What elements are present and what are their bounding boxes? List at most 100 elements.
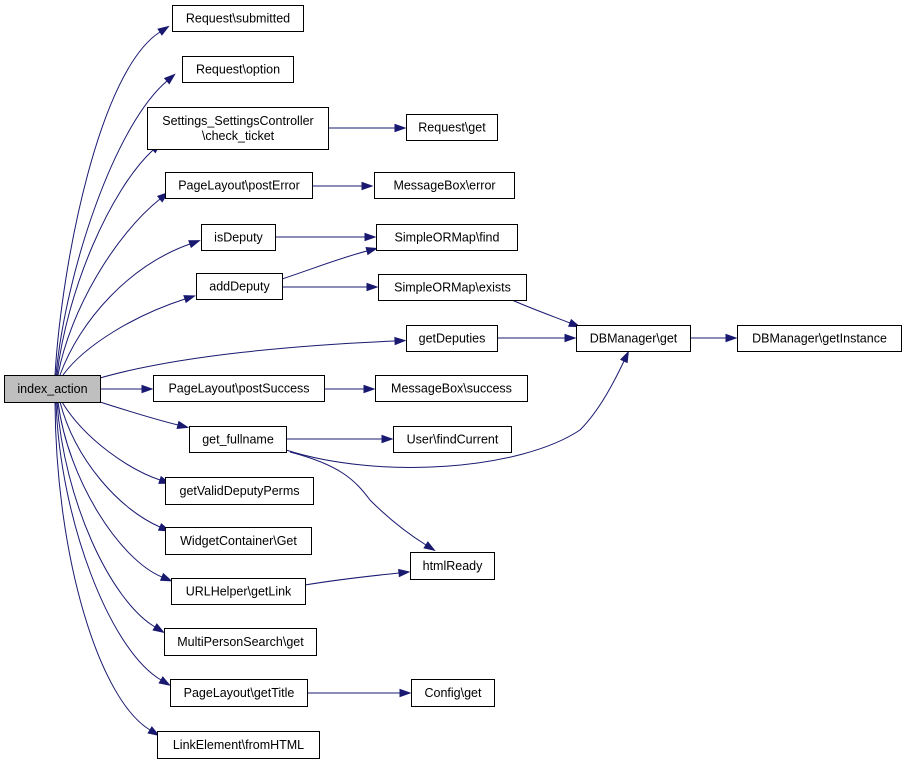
edge-adddeputy-to-som_find	[281, 247, 379, 280]
node-urlhelper-getlink[interactable]: URLHelper\getLink	[171, 578, 306, 605]
node-label: URLHelper\getLink	[186, 585, 292, 599]
node-label: PageLayout\postSuccess	[168, 382, 309, 396]
node-box[interactable]	[376, 224, 518, 251]
node-box[interactable]	[378, 274, 527, 301]
node-dbm-get[interactable]: DBManager\get	[576, 325, 691, 352]
node-req-get[interactable]: Request\get	[406, 114, 498, 141]
node-widgetcontainer-get[interactable]: WidgetContainer\Get	[165, 527, 312, 555]
node-mb-error[interactable]: MessageBox\error	[374, 172, 515, 199]
node-box[interactable]	[411, 679, 495, 707]
node-box[interactable]	[147, 107, 329, 150]
node-label: index_action	[17, 382, 87, 396]
node-get-fullname[interactable]: get_fullname	[189, 426, 287, 453]
node-box[interactable]	[737, 325, 902, 352]
node-box[interactable]	[172, 5, 304, 32]
node-box[interactable]	[406, 114, 498, 141]
node-label: PageLayout\postError	[178, 179, 300, 193]
node-req-option[interactable]: Request\option	[182, 56, 294, 83]
edge-get_fullname-to-dbm_get	[285, 350, 629, 468]
node-box[interactable]	[157, 731, 320, 759]
node-index-action[interactable]: index_action	[4, 375, 101, 403]
call-graph-nodes: index_action Request\submittedRequest\opt…	[4, 5, 902, 759]
node-box[interactable]	[165, 527, 312, 555]
node-mb-success[interactable]: MessageBox\success	[375, 375, 528, 402]
edge-arrowhead	[366, 282, 379, 292]
edge-arrowhead	[381, 434, 394, 444]
node-box[interactable]	[406, 325, 498, 352]
node-label: MultiPersonSearch\get	[177, 635, 304, 649]
node-som-find[interactable]: SimpleORMap\find	[376, 224, 518, 251]
node-label: getValidDeputyPerms	[180, 484, 300, 498]
node-htmlready[interactable]: htmlReady	[410, 552, 495, 580]
node-req-submitted[interactable]: Request\submitted	[172, 5, 304, 32]
edge-arrowhead	[176, 420, 190, 429]
node-box[interactable]	[196, 273, 283, 300]
edge-line	[59, 401, 161, 528]
node-box[interactable]	[410, 552, 495, 580]
node-label: Request\submitted	[186, 12, 290, 26]
node-box[interactable]	[374, 172, 515, 199]
edge-index_action-to-linkelement_fromhtml	[54, 401, 160, 737]
node-box[interactable]	[4, 375, 101, 403]
edge-arrowhead	[394, 336, 407, 346]
node-getdeputies[interactable]: getDeputies	[406, 325, 498, 352]
node-label: Request\option	[196, 63, 280, 77]
edge-get_fullname-to-user_findcurrent	[286, 434, 394, 444]
edge-index_action-to-get_fullname	[99, 401, 190, 429]
edge-index_action-to-settings_check	[56, 142, 162, 376]
node-linkelement-fromhtml[interactable]: LinkElement\fromHTML	[157, 731, 320, 759]
node-pl-postsuccess[interactable]: PageLayout\postSuccess	[153, 375, 325, 402]
node-box[interactable]	[182, 56, 294, 83]
edge-get_fullname-to-htmlready	[289, 451, 436, 552]
edge-line	[56, 401, 156, 628]
node-box[interactable]	[375, 375, 528, 402]
edge-pl_gettitle-to-config_get	[306, 688, 412, 698]
node-dbm-getinstance[interactable]: DBManager\getInstance	[737, 325, 902, 352]
node-box[interactable]	[165, 477, 314, 505]
edge-line	[281, 250, 368, 280]
node-label: addDeputy	[209, 280, 270, 294]
node-mps-get[interactable]: MultiPersonSearch\get	[164, 628, 317, 656]
edge-index_action-to-mps_get	[56, 401, 165, 633]
node-box[interactable]	[393, 426, 512, 453]
edge-line	[57, 198, 161, 376]
edge-arrowhead	[147, 726, 160, 737]
node-box[interactable]	[171, 578, 306, 605]
node-pl-posterror[interactable]: PageLayout\postError	[165, 172, 313, 199]
edge-line	[55, 401, 162, 681]
node-settings-check[interactable]: Settings_SettingsController\check_ticket	[147, 107, 329, 150]
node-user-findcurrent[interactable]: User\findCurrent	[393, 426, 512, 453]
node-label: WidgetContainer\Get	[180, 534, 297, 548]
node-box[interactable]	[170, 679, 308, 707]
node-box[interactable]	[576, 325, 691, 352]
node-box[interactable]	[201, 224, 276, 251]
node-adddeputy[interactable]: addDeputy	[196, 273, 283, 300]
edge-arrowhead	[157, 25, 170, 36]
edge-pl_posterror-to-mb_error	[312, 181, 374, 191]
node-label: get_fullname	[202, 433, 274, 447]
node-label: \check_ticket	[202, 129, 275, 143]
edge-arrowhead	[363, 384, 376, 394]
edge-som_exists-to-dbm_get	[511, 299, 581, 328]
node-isdeputy[interactable]: isDeputy	[201, 224, 276, 251]
edge-index_action-to-getdeputies	[99, 336, 407, 379]
edge-line	[59, 243, 191, 376]
node-label: Request\get	[418, 121, 486, 135]
node-box[interactable]	[165, 172, 313, 199]
edge-arrowhead	[183, 295, 196, 304]
node-som-exists[interactable]: SimpleORMap\exists	[378, 274, 527, 301]
node-label: SimpleORMap\find	[395, 231, 500, 245]
edge-line	[62, 298, 186, 376]
edge-urlhelper_getlink-to-htmlready	[304, 568, 411, 586]
edge-arrowhead	[564, 333, 577, 343]
edge-index_action-to-pl_postsuccess	[100, 384, 154, 394]
node-box[interactable]	[164, 628, 317, 656]
node-getvaliddeputyperms[interactable]: getValidDeputyPerms	[165, 477, 314, 505]
edge-arrowhead	[398, 568, 411, 578]
edge-line	[99, 340, 396, 379]
node-box[interactable]	[189, 426, 287, 453]
node-box[interactable]	[153, 375, 325, 402]
node-pl-gettitle[interactable]: PageLayout\getTitle	[170, 679, 308, 707]
node-config-get[interactable]: Config\get	[411, 679, 495, 707]
edge-adddeputy-to-som_exists	[282, 282, 379, 292]
